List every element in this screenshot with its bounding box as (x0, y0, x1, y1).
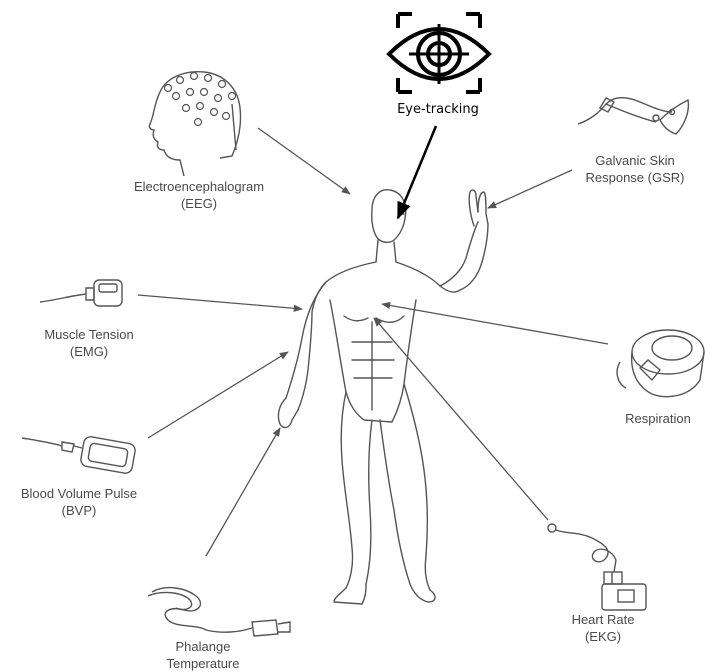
temperature-label-line2: Temperature (148, 655, 258, 672)
emg-label-line2: (EMG) (24, 343, 154, 360)
emg-sensor-icon (40, 280, 122, 306)
arrow-emg (138, 295, 302, 309)
ekg-label-line2: (EKG) (548, 628, 658, 645)
gsr-label: Galvanic Skin Response (GSR) (570, 152, 700, 186)
eeg-label: Electroencephalogram (EEG) (114, 178, 284, 212)
bvp-label-line1: Blood Volume Pulse (4, 485, 154, 502)
gsr-label-line1: Galvanic Skin (570, 152, 700, 169)
respiration-label: Respiration (612, 410, 704, 427)
bvp-label: Blood Volume Pulse (BVP) (4, 485, 154, 519)
arrow-temperature (206, 428, 280, 556)
eye-tracking-label: Eye-tracking (388, 102, 488, 117)
bvp-label-line2: (BVP) (4, 502, 154, 519)
temperature-sensor-icon (148, 588, 290, 636)
arrow-bvp (148, 352, 288, 438)
ekg-sensor-icon (548, 524, 646, 610)
respiration-label-line1: Respiration (612, 410, 704, 427)
gsr-label-line2: Response (GSR) (570, 169, 700, 186)
arrow-respiration (382, 304, 608, 344)
ekg-label-line1: Heart Rate (548, 611, 658, 628)
arrow-gsr (488, 170, 572, 208)
emg-label: Muscle Tension (EMG) (24, 326, 154, 360)
eeg-cap-icon (149, 72, 240, 176)
eeg-label-line1: Electroencephalogram (114, 178, 284, 195)
human-figure (278, 190, 488, 604)
arrow-eye-tracking (398, 126, 436, 218)
arrow-ekg (374, 318, 548, 520)
eye-tracking-icon (389, 14, 489, 92)
temperature-label-line1: Phalange (148, 638, 258, 655)
temperature-label: Phalange Temperature (148, 638, 258, 672)
emg-label-line1: Muscle Tension (24, 326, 154, 343)
respiration-belt-icon (617, 330, 704, 397)
ekg-label: Heart Rate (EKG) (548, 611, 658, 645)
bvp-sensor-icon (22, 436, 136, 475)
gsr-sensor-icon (578, 98, 688, 134)
eeg-label-line2: (EEG) (114, 195, 284, 212)
